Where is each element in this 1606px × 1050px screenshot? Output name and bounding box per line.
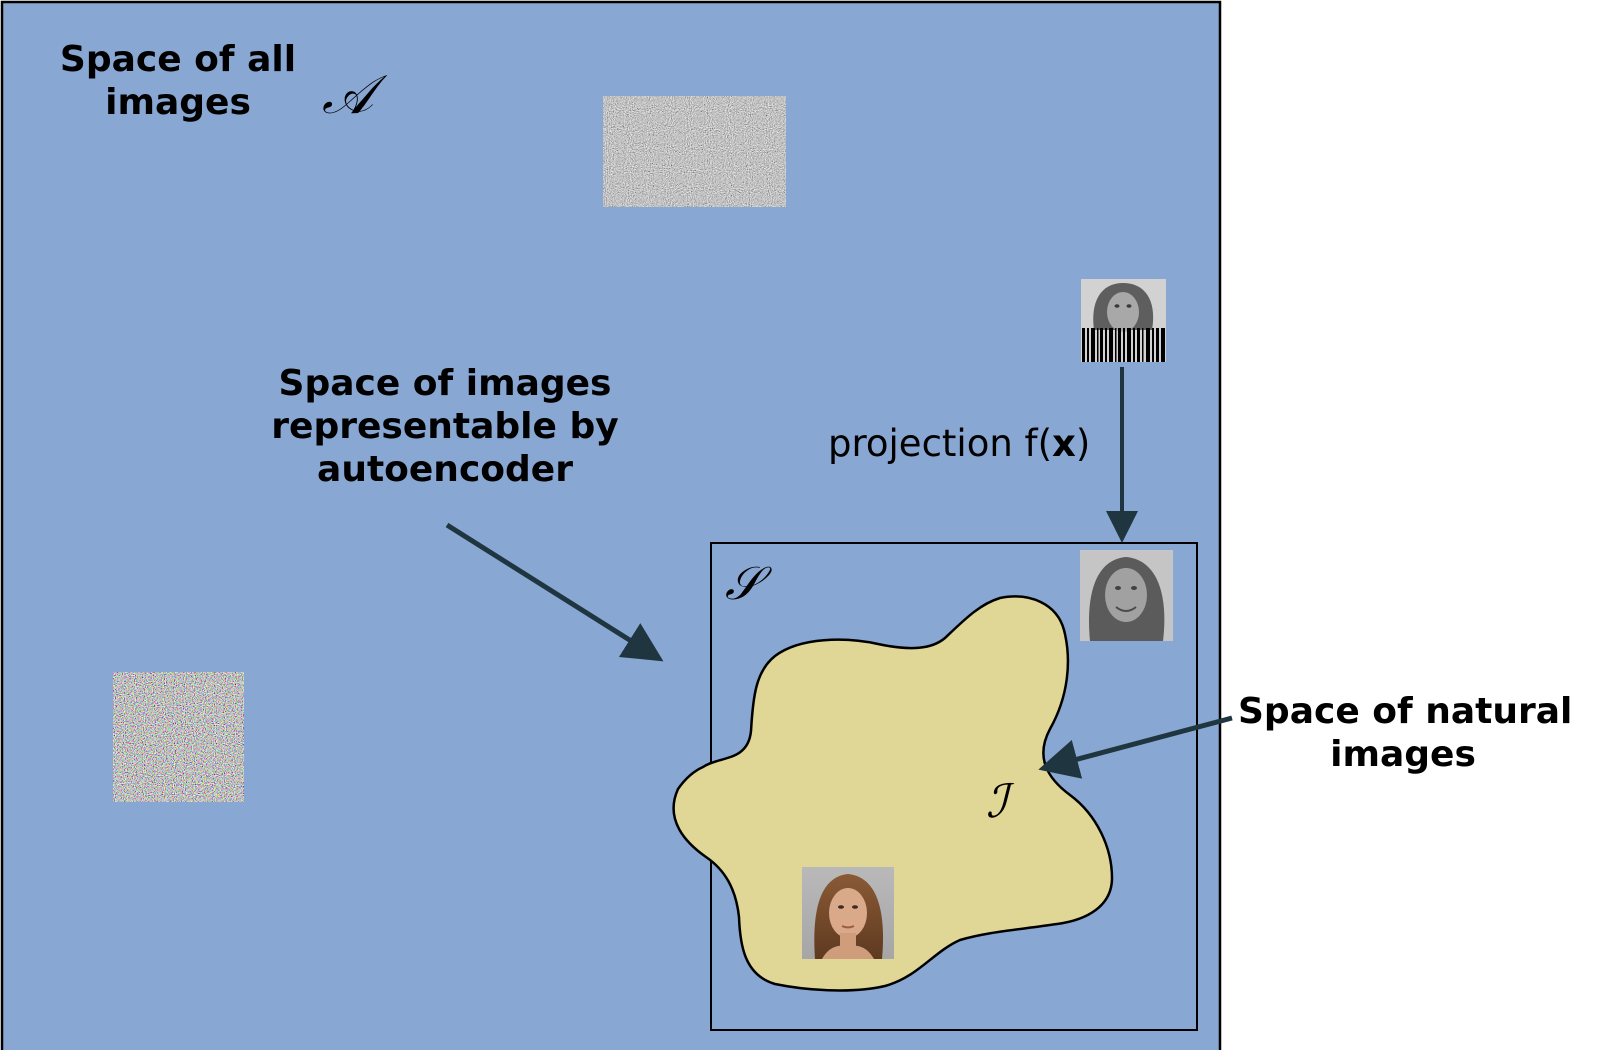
- natural-face-image: [802, 867, 894, 959]
- natural-images-blob: [672, 595, 1114, 992]
- autoencoder-space-label: Space of images representable by autoenc…: [271, 363, 619, 491]
- projected-face-image: [1080, 550, 1173, 641]
- projection-label: projection f(x): [828, 422, 1091, 465]
- autoencoder-space-symbol: 𝒮: [725, 556, 761, 610]
- gray-noise-image: [603, 96, 786, 207]
- barcode-corrupted-face-image: [1081, 279, 1166, 362]
- autoencoder-pointer-arrow: [445, 522, 664, 662]
- natural-images-pointer-arrow: [1038, 715, 1233, 779]
- all-images-label: Space of all images: [59, 39, 297, 124]
- color-noise-image: [113, 672, 244, 802]
- natural-images-symbol: ℐ: [986, 774, 1008, 828]
- all-images-symbol: 𝒜: [322, 63, 374, 126]
- natural-images-label: Space of natural images: [1238, 691, 1573, 776]
